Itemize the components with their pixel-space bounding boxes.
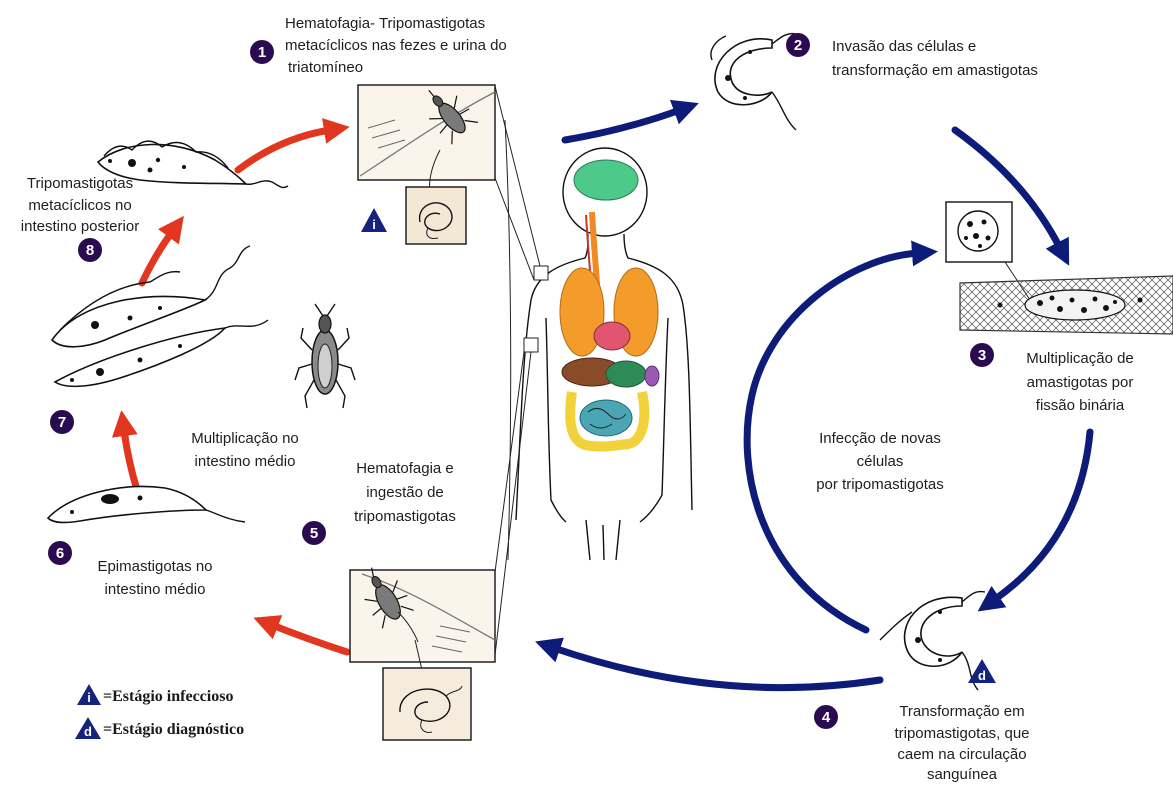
- stomach: [606, 361, 646, 387]
- box5-connector: [495, 352, 531, 655]
- step-2-number: 2: [794, 37, 802, 54]
- arrow-4-to-5: [554, 648, 880, 688]
- vector-label-line: Multiplicação no: [191, 430, 299, 447]
- infected-muscle-tissue: [960, 276, 1173, 334]
- step-3-number: 3: [978, 347, 986, 364]
- step-8-line: Tripomastigotas: [27, 175, 133, 192]
- step-4-line: sanguínea: [927, 766, 998, 783]
- heart: [594, 322, 630, 350]
- epimastigote-midgut: [48, 487, 245, 523]
- arrow-3-to-4: [994, 432, 1090, 600]
- step-8-badge: 8: [78, 238, 102, 262]
- step-5-label: Hematofagia e ingestão de tripomastigota…: [354, 460, 456, 525]
- box-5-inset-frame: [383, 668, 471, 740]
- epimastigotes-multiplying: [52, 246, 268, 386]
- step-1-number: 1: [258, 44, 266, 61]
- step-6-badge: 6: [48, 541, 72, 565]
- step-3-line: fissão binária: [1036, 397, 1125, 414]
- arrow-1-to-2: [565, 110, 680, 140]
- step-6-number: 6: [56, 545, 64, 562]
- step-4-badge: 4: [814, 705, 838, 729]
- step-8-line: metacíclicos no: [28, 197, 131, 214]
- step-6-line: Epimastigotas no: [97, 558, 212, 575]
- human-outline: [516, 234, 692, 560]
- step-2-label: Invasão das células e transformação em a…: [832, 38, 1038, 79]
- box-5-frame: [350, 570, 495, 662]
- infective-stage-marker: i: [361, 208, 387, 232]
- vector-midgut-label: Multiplicação no intestino médio: [191, 430, 299, 470]
- infective-marker-letter: i: [372, 217, 376, 232]
- connector-lines: [495, 86, 540, 655]
- step-6-label: Epimastigotas no intestino médio: [97, 558, 212, 598]
- bite-site-marker-lower: [524, 338, 538, 352]
- box-5-bite-illustration: [350, 559, 495, 740]
- host-reinfection-label: Infecção de novas células por tripomasti…: [816, 430, 944, 493]
- step-5-line: Hematofagia e: [356, 460, 454, 477]
- step-4-number: 4: [822, 709, 831, 726]
- box-1-inset-frame: [406, 187, 466, 244]
- arm-line-left: [505, 120, 511, 560]
- vector-label-line: intestino médio: [195, 453, 296, 470]
- step-5-line: tripomastigotas: [354, 508, 456, 525]
- legend-infective: i =Estágio infeccioso: [77, 684, 233, 705]
- box1-connector: [495, 86, 540, 280]
- step-8-number: 8: [86, 242, 94, 259]
- legend-infective-symbol: i: [87, 690, 91, 705]
- step-4-line: tripomastigotas, que: [894, 725, 1029, 742]
- legend-infective-text: =Estágio infeccioso: [103, 688, 233, 705]
- bloodstream-trypomastigote: [880, 592, 985, 690]
- step-2-line: Invasão das células e: [832, 38, 976, 55]
- trypomastigote-cell-invasion: [711, 34, 796, 130]
- step-3-badge: 3: [970, 343, 994, 367]
- kidney: [645, 366, 659, 386]
- step-3-label: Multiplicação de amastigotas por fissão …: [1026, 350, 1134, 414]
- step-5-badge: 5: [302, 521, 326, 545]
- arrow-8-to-1: [238, 130, 330, 170]
- step-5-number: 5: [310, 525, 318, 542]
- diagnostic-marker-letter: d: [978, 668, 986, 683]
- step-7-badge: 7: [50, 410, 74, 434]
- step-5-line: ingestão de: [366, 484, 444, 501]
- step-1-line: metacíclicos nas fezes e urina do: [285, 37, 507, 54]
- arrow-7-to-8: [142, 232, 172, 283]
- host-label-line: Infecção de novas: [819, 430, 941, 447]
- arrow-5-to-6: [272, 625, 347, 652]
- arrow-6-to-7: [124, 430, 137, 490]
- step-1-line: Hematofagia- Tripomastigotas: [285, 15, 485, 32]
- step-2-badge: 2: [786, 33, 810, 57]
- step-2-line: transformação em amastigotas: [832, 62, 1038, 79]
- bite-site-marker-upper: [534, 266, 548, 280]
- small-intestine: [580, 400, 632, 436]
- legend-diagnostic: d =Estágio diagnóstico: [75, 717, 244, 739]
- step-1-badge: 1: [250, 40, 274, 64]
- legend-diagnostic-text: =Estágio diagnóstico: [103, 721, 244, 738]
- host-label-line: células: [857, 453, 904, 470]
- step-8-label: Tripomastigotas metacíclicos no intestin…: [21, 175, 139, 235]
- step-4-line: Transformação em: [899, 703, 1024, 720]
- amastigote-cell-inset: [946, 202, 1012, 262]
- step-3-line: amastigotas por: [1027, 374, 1134, 391]
- step-1-label: Hematofagia- Tripomastigotas metacíclico…: [285, 15, 507, 76]
- step-3-line: Multiplicação de: [1026, 350, 1134, 367]
- host-label-line: por tripomastigotas: [816, 476, 944, 493]
- step-1-line: triatomíneo: [288, 59, 363, 76]
- step-4-line: caem na circulação: [897, 746, 1026, 763]
- step-8-line: intestino posterior: [21, 218, 139, 235]
- diagnostic-stage-marker: d: [968, 659, 996, 683]
- step-7-number: 7: [58, 414, 66, 431]
- brain: [574, 160, 638, 200]
- step-4-label: Transformação em tripomastigotas, que ca…: [894, 703, 1029, 783]
- human-host-figure: [516, 148, 692, 560]
- triatomine-vector-icon: [295, 304, 355, 408]
- legend: i =Estágio infeccioso d =Estágio diagnós…: [75, 684, 244, 739]
- step-6-line: intestino médio: [105, 581, 206, 598]
- legend-diagnostic-symbol: d: [84, 724, 92, 739]
